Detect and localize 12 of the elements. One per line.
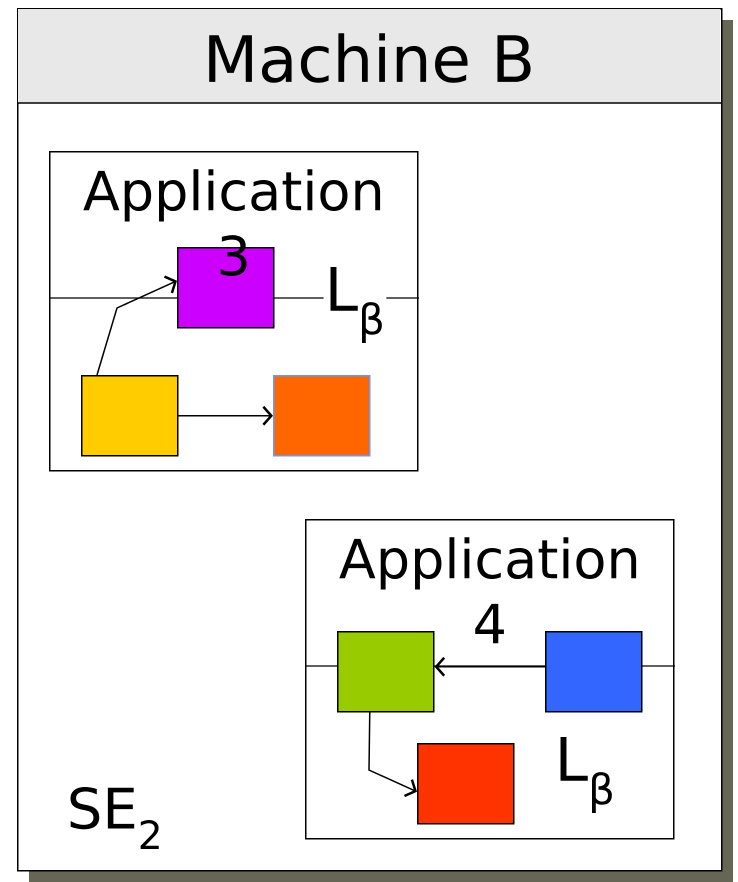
arrow <box>96 275 177 376</box>
component-box <box>273 375 370 456</box>
system-label: SE$_{2}$ <box>66 786 164 850</box>
arrow <box>178 406 273 426</box>
heading-text: Application 4 <box>339 537 636 644</box>
component-box <box>545 631 642 712</box>
component-box <box>337 631 434 712</box>
arrow <box>434 656 545 677</box>
level-label: L$_{β}$ <box>554 736 616 814</box>
component-box <box>81 375 178 456</box>
arrow <box>368 712 417 798</box>
component-box <box>417 743 514 824</box>
